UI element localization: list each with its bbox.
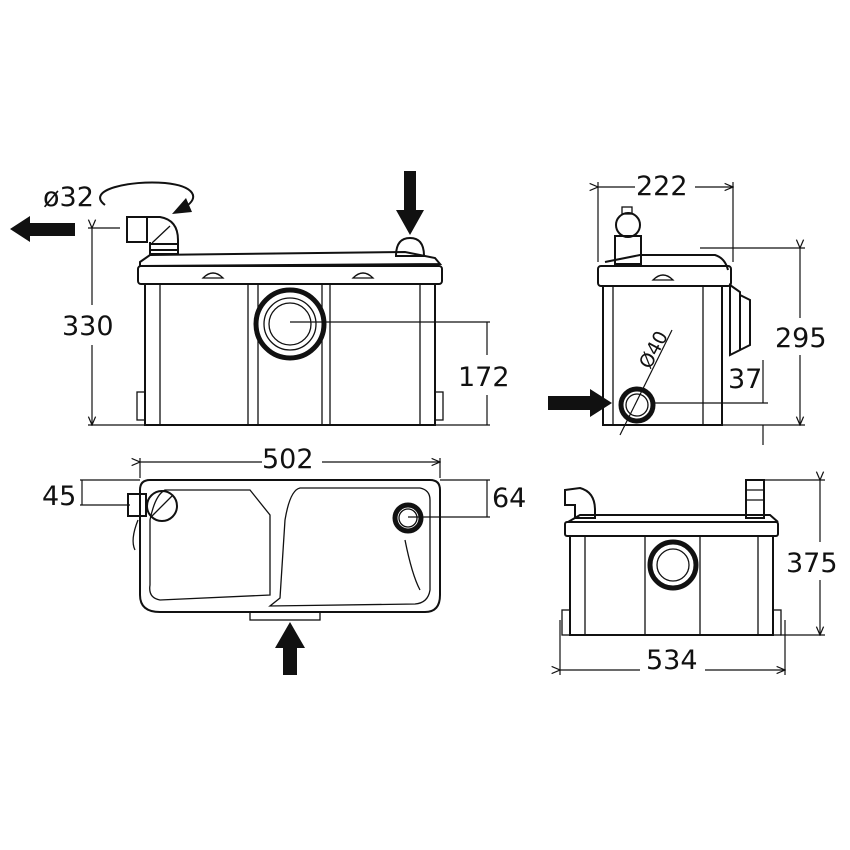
depth-222-label: 222 xyxy=(636,171,688,202)
inlet-height-37-label: 37 xyxy=(728,364,762,395)
width-502-label: 502 xyxy=(262,444,314,475)
offset-64-label: 64 xyxy=(492,483,526,514)
height-330-label: 330 xyxy=(62,311,114,342)
inlet-diameter-label: Ø40 xyxy=(635,327,673,372)
side-inlet-arrow-icon xyxy=(548,389,612,417)
outlet-diameter-label: ø32 xyxy=(43,182,94,213)
offset-45-label: 45 xyxy=(42,481,76,512)
top-inlet-arrow-icon xyxy=(275,622,305,675)
front-inlet-port xyxy=(253,287,327,361)
top-outline xyxy=(139,479,441,613)
front-lid xyxy=(139,250,443,268)
outlet-flow-arrow-icon xyxy=(10,216,75,242)
side-view: 222 295 37 Ø40 xyxy=(548,171,827,445)
rotation-arrow-icon xyxy=(99,181,195,208)
front-view: ø32 330 172 xyxy=(10,171,510,425)
height-375-label: 375 xyxy=(786,548,838,579)
width-534-label: 534 xyxy=(646,645,698,676)
inlet-flow-arrow-icon xyxy=(396,171,424,235)
inlet-height-172-label: 172 xyxy=(458,362,510,393)
front-rim xyxy=(137,265,443,285)
height-295-label: 295 xyxy=(775,323,827,354)
vent-cap xyxy=(394,236,426,257)
side-outlet-flange xyxy=(729,283,751,357)
outlet-elbow xyxy=(126,216,179,255)
rear-view: 375 534 xyxy=(560,480,838,676)
top-view: 502 45 64 xyxy=(42,444,526,675)
